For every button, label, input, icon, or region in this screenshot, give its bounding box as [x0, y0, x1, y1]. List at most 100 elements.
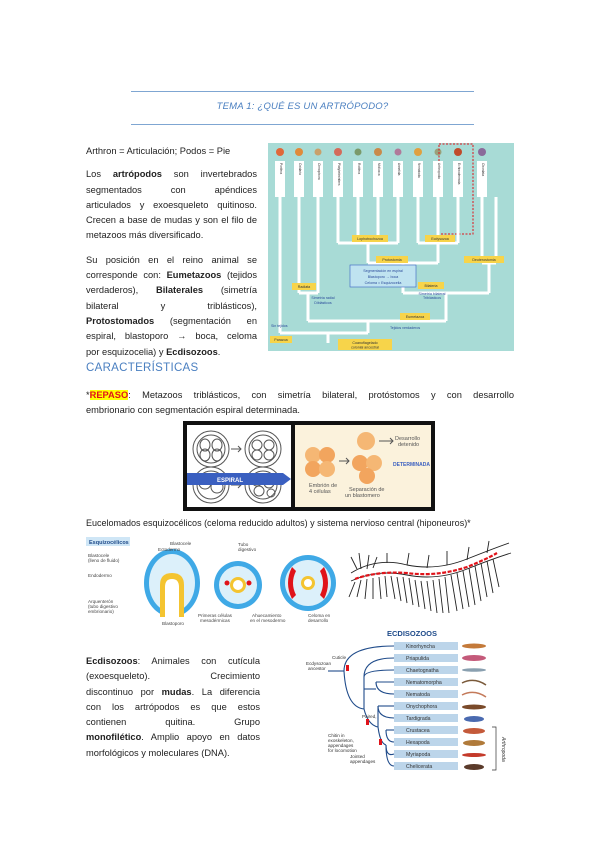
svg-text:Nematoda: Nematoda — [406, 692, 430, 698]
taxon-label: Platyhelminthes — [337, 163, 341, 186]
svg-text:Diblásticos: Diblásticos — [314, 301, 332, 305]
etymology: Arthron = Articulación; Podos = Pie — [86, 146, 231, 156]
svg-text:Chaetognatha: Chaetognatha — [406, 668, 439, 674]
svg-text:Ecdysozoan: Ecdysozoan — [306, 661, 331, 666]
nervous-system-figure — [347, 535, 515, 623]
svg-text:ancestor: ancestor — [308, 666, 326, 671]
ecdisozoos-line: con los artrópodos es que estos — [86, 701, 260, 712]
svg-text:appendages: appendages — [350, 759, 376, 764]
arthropoda-bracket — [492, 726, 497, 771]
ecdisozoos-line: (exoesqueleto). Crecimiento — [86, 671, 260, 682]
nerve-cord — [354, 552, 498, 581]
embryo-1 — [144, 549, 200, 617]
svg-text:Celoma en: Celoma en — [308, 613, 331, 618]
repaso-line: *REPASO: Metazoos triblásticos, con sime… — [86, 390, 514, 400]
svg-text:Endodermo: Endodermo — [88, 573, 112, 578]
taxon-label: Porifera — [279, 163, 283, 174]
svg-text:Ecdysozoa: Ecdysozoa — [431, 237, 449, 241]
cleavage-figure: ESPIRAL Embrión de 4 células Separación … — [183, 421, 435, 511]
ecdy-annotations: Ecdysozoan ancestor Cuticle Paired, Chit… — [306, 655, 377, 764]
desarrollo-label: detenido — [398, 442, 419, 448]
ecdisozoos-paragraph: Ecdisozoos: Animales con cutícula (exoes… — [86, 654, 260, 761]
repaso-line: embrionario con segmentación espiral det… — [86, 405, 300, 416]
svg-text:Blastoporo: Blastoporo — [162, 621, 184, 626]
svg-text:digestivo: digestivo — [238, 547, 257, 552]
svg-text:Crustacea: Crustacea — [406, 728, 430, 734]
svg-text:Nematomorpha: Nematomorpha — [406, 680, 442, 686]
position-line: Protostomados (segmentación en — [86, 315, 257, 326]
taxon-label: Ctenophora — [317, 163, 321, 180]
position-line: verdaderos), Bilaterales (simetría — [86, 285, 257, 296]
svg-text:Onychophora: Onychophora — [406, 704, 437, 710]
svg-text:appendages: appendages — [328, 743, 354, 748]
taxon-label: Echinodermata — [457, 163, 461, 185]
position-line: por esquizocelia) y Ecdisozoos. — [86, 346, 221, 357]
svg-text:Tardigrada: Tardigrada — [406, 716, 431, 722]
svg-text:Jointed: Jointed — [350, 754, 365, 759]
ecdisozoos-line: morfológicos y moleculares (DNA). — [86, 747, 230, 758]
header-rule-bottom — [131, 124, 474, 125]
svg-text:Tejidos verdaderos: Tejidos verdaderos — [390, 326, 420, 330]
svg-text:desarrollo: desarrollo — [308, 618, 329, 623]
taxon-label: Chordata — [481, 163, 485, 176]
svg-text:en el mesodermo: en el mesodermo — [250, 618, 286, 623]
taxon-label: Rotifera — [357, 163, 361, 174]
ecdisozoos-line: Ecdisozoos: Animales con cutícula — [86, 656, 260, 666]
intro-line: segmentados con apéndices — [86, 184, 257, 195]
svg-text:Chitin in: Chitin in — [328, 733, 345, 738]
separacion-label: Separación de — [349, 487, 384, 493]
svg-text:Bilateria: Bilateria — [425, 284, 438, 288]
desarrollo-label: Desarrollo — [395, 436, 420, 442]
intro-line: metazoos más diversificado. — [86, 230, 204, 241]
svg-text:Protostomia: Protostomia — [382, 258, 401, 262]
svg-text:Segmentación en espiral: Segmentación en espiral — [363, 269, 403, 273]
svg-text:Simetría bilateral: Simetría bilateral — [419, 292, 446, 296]
ecdy-title: ECDISOZOOS — [387, 629, 437, 638]
svg-text:Eumetazoa: Eumetazoa — [406, 315, 424, 319]
svg-text:exoskeleton,: exoskeleton, — [328, 738, 354, 743]
position-line: bilateral y triblásticos), — [86, 300, 257, 311]
coelom-figure: Esquizocélicos Blastocele (lleno de flui… — [86, 537, 344, 627]
intro-text: Arthron = Articulación; Podos = Pie Los … — [86, 144, 257, 360]
taxon-label: Annelida — [397, 163, 401, 176]
intro-line: Los artrópodos son invertebrados — [86, 169, 257, 180]
arthropoda-label: Arthropoda — [500, 736, 506, 762]
taxon-label: Mollusca — [377, 163, 381, 176]
svg-text:Coanoflagelado: Coanoflagelado — [352, 341, 377, 345]
svg-text:Celoma = Esquizocelia: Celoma = Esquizocelia — [365, 281, 402, 285]
ecdisozoos-line: discontinuo por mudas. La diferencia — [86, 686, 261, 697]
svg-text:Primeras células: Primeras células — [198, 613, 233, 618]
svg-text:(tubo digestivo: (tubo digestivo — [88, 604, 118, 609]
repaso-paragraph: *REPASO: Metazoos triblásticos, con sime… — [86, 388, 514, 419]
determinada-label: DETERMINADA — [393, 462, 430, 468]
svg-text:Blastocele: Blastocele — [88, 553, 110, 558]
svg-text:Paired,: Paired, — [362, 714, 377, 719]
svg-text:Ectodermo: Ectodermo — [158, 547, 181, 552]
determinate-cleavage-drawing — [305, 432, 382, 484]
centipede-drawing — [348, 540, 512, 614]
repaso-label: REPASO — [89, 390, 129, 400]
svg-text:Hexapoda: Hexapoda — [406, 740, 430, 746]
svg-text:Ahuecamiento: Ahuecamiento — [252, 613, 282, 618]
animal-silhouettes — [461, 643, 487, 770]
taxon-labels: Kinorhyncha Priapulida Chaetognatha Nema… — [406, 644, 442, 770]
embrion-label: 4 células — [309, 489, 331, 495]
clade-labels: Lophotrochozoa Ecdysozoa Protostomia Deu… — [270, 235, 504, 350]
taxon-label: Arthropoda — [437, 163, 441, 179]
taxon-label: Cnidaria — [298, 163, 302, 175]
spiral-banner — [187, 473, 291, 485]
taxon-labels: Porifera Cnidaria Ctenophora Platyhelmin… — [279, 163, 485, 186]
svg-text:Lophotrochozoa: Lophotrochozoa — [357, 237, 383, 241]
esquizocelicos-label: Esquizocélicos — [89, 540, 129, 546]
svg-text:Arquenterón: Arquenterón — [88, 599, 114, 604]
svg-text:Myriapoda: Myriapoda — [406, 752, 430, 758]
intro-line: articulados y exoesqueleto quitinoso. — [86, 199, 257, 210]
ecdisozoos-line: monofilético. Amplio apoyo en datos — [86, 732, 260, 743]
svg-text:Parazoa: Parazoa — [274, 338, 287, 342]
position-line: Su posición en el reino animal se — [86, 254, 257, 265]
svg-text:colonial ancestral: colonial ancestral — [351, 346, 379, 350]
separacion-label: un blastomero — [345, 493, 380, 499]
svg-text:Sin tejidos: Sin tejidos — [271, 324, 288, 328]
position-line: espiral, blastoporo → boca, celoma — [86, 331, 257, 342]
svg-text:Chelicerata: Chelicerata — [406, 764, 432, 770]
